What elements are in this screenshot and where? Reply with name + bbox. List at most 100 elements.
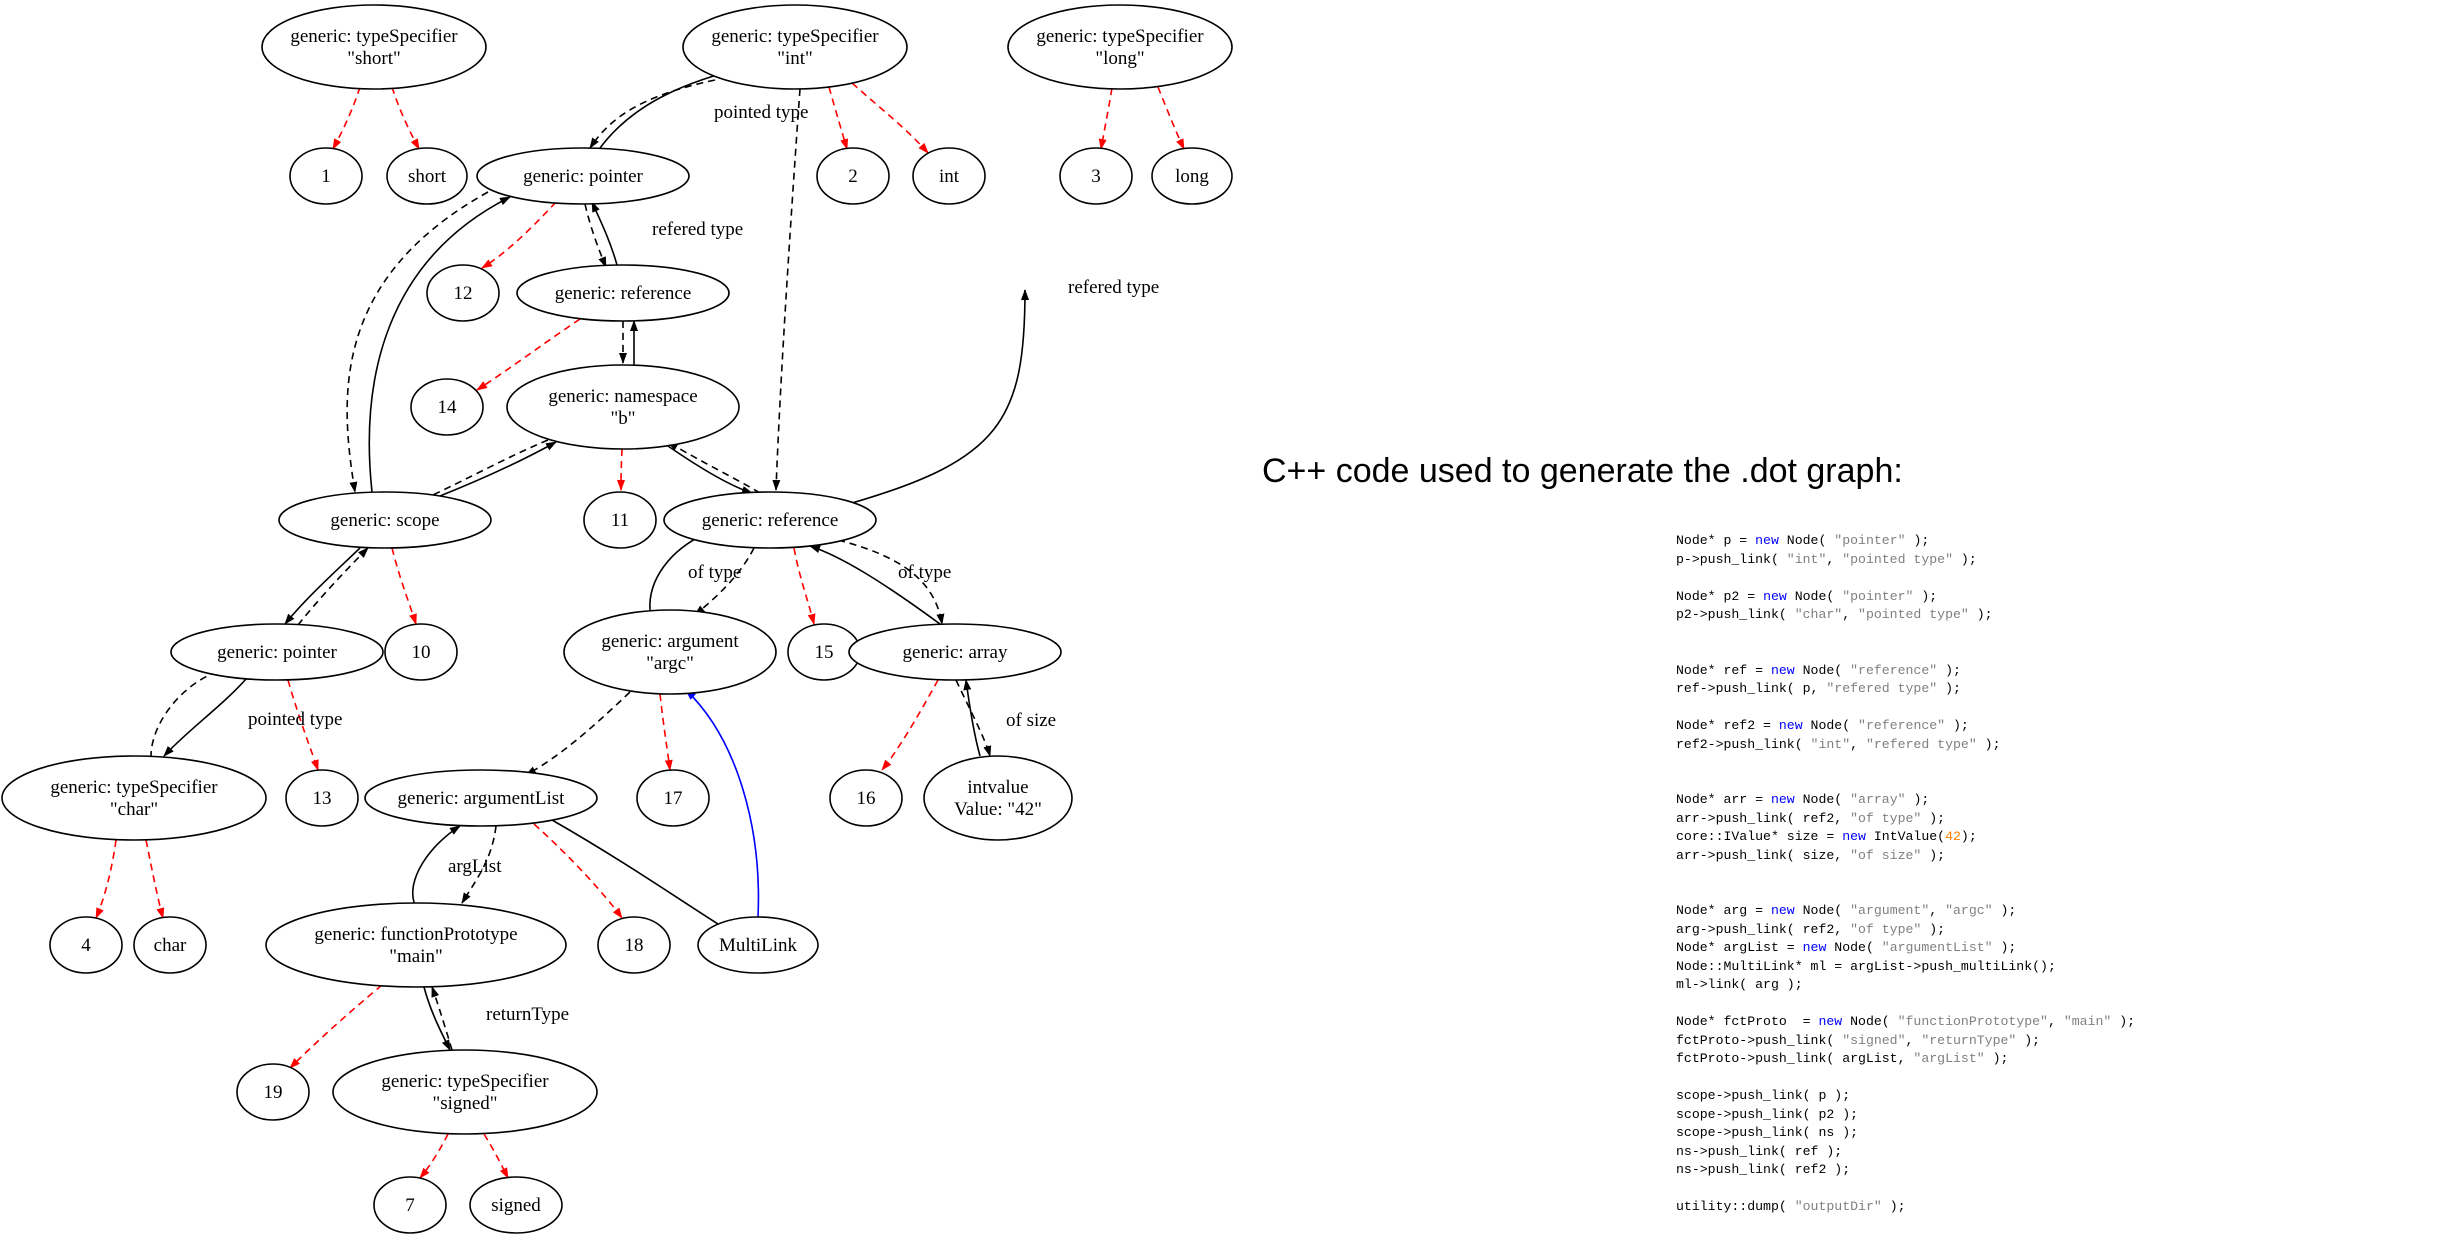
node-n2[interactable]: 2 xyxy=(816,147,890,205)
code-line xyxy=(1676,884,2135,903)
node-label: "main" xyxy=(389,946,443,967)
code-line: p->push_link( "int", "pointed type" ); xyxy=(1676,551,2135,570)
node-label: 19 xyxy=(264,1082,283,1103)
node-ref2[interactable]: generic: reference xyxy=(663,491,877,549)
node-n11[interactable]: 11 xyxy=(583,491,657,549)
code-text: Node* ref2 = xyxy=(1676,718,1779,733)
node-arglist[interactable]: generic: argumentList xyxy=(364,769,598,827)
node-n7[interactable]: 7 xyxy=(373,1176,447,1234)
code-line: ref2->push_link( "int", "refered type" )… xyxy=(1676,736,2135,755)
node-label: 1 xyxy=(321,166,331,187)
edge-label: returnType xyxy=(486,1004,569,1025)
node-arr[interactable]: generic: array xyxy=(848,623,1062,681)
edge-label: of type xyxy=(898,562,951,583)
node-n16[interactable]: 16 xyxy=(829,769,903,827)
code-line: fctProto->push_link( argList, "argList" … xyxy=(1676,1050,2135,1069)
node-n12[interactable]: 12 xyxy=(426,264,500,322)
code-line: ns->push_link( ref ); xyxy=(1676,1143,2135,1162)
node-label: 13 xyxy=(313,788,332,809)
code-string: "outputDir" xyxy=(1794,1199,1882,1214)
code-text: Node( xyxy=(1794,903,1851,918)
node-shape xyxy=(816,147,890,205)
node-label: "argc" xyxy=(646,653,694,674)
node-multilink[interactable]: MultiLink xyxy=(697,916,819,974)
node-ts-int[interactable]: generic: typeSpecifier"int" xyxy=(682,4,908,90)
node-ptr2[interactable]: generic: pointer xyxy=(170,623,384,681)
edge-scope-to-n10 xyxy=(391,547,417,625)
node-signed[interactable]: signed xyxy=(469,1176,563,1234)
node-n10[interactable]: 10 xyxy=(384,623,458,681)
node-label: generic: typeSpecifier xyxy=(381,1071,549,1092)
edge-ptr2-to-scope xyxy=(297,547,369,626)
edge-intval-to-arr xyxy=(963,679,981,757)
code-text: ); xyxy=(1960,829,1977,844)
code-number: 42 xyxy=(1945,829,1961,844)
node-shape xyxy=(912,147,986,205)
edge-arr-to-intval xyxy=(955,679,992,757)
edge-ts-signed-to-fproto xyxy=(431,986,453,1051)
code-text: arr->push_link( size, xyxy=(1676,847,1851,863)
code-text: Node( xyxy=(1802,718,1859,733)
edge-arr-to-ref2 xyxy=(809,545,941,625)
node-ts-signed[interactable]: generic: typeSpecifier"signed" xyxy=(332,1049,598,1135)
node-label: short xyxy=(408,166,447,187)
node-n3[interactable]: 3 xyxy=(1059,147,1133,205)
node-shape xyxy=(583,491,657,549)
code-line xyxy=(1676,1069,2135,1088)
node-label: 17 xyxy=(664,788,683,809)
node-n15[interactable]: 15 xyxy=(787,623,861,681)
node-scope[interactable]: generic: scope xyxy=(278,491,492,549)
node-ptr1[interactable]: generic: pointer xyxy=(476,147,690,205)
code-keyword: new xyxy=(1763,588,1787,604)
code-string: "argumentList" xyxy=(1881,940,1993,955)
code-string: "argument" xyxy=(1850,903,1930,918)
code-line: scope->push_link( p ); xyxy=(1676,1087,2135,1106)
node-label: "char" xyxy=(110,799,158,820)
node-n1[interactable]: 1 xyxy=(289,147,363,205)
code-text: fctProto->push_link( argList, xyxy=(1676,1051,1914,1066)
node-ts-short[interactable]: generic: typeSpecifier"short" xyxy=(261,4,487,90)
edge-ts-char-to-ptr2 xyxy=(150,665,233,759)
node-long[interactable]: long xyxy=(1151,147,1233,205)
node-ref1[interactable]: generic: reference xyxy=(516,264,730,322)
node-n17[interactable]: 17 xyxy=(636,769,710,827)
node-n18[interactable]: 18 xyxy=(597,916,671,974)
node-ts-long[interactable]: generic: typeSpecifier"long" xyxy=(1007,4,1233,90)
node-ns[interactable]: generic: namespace"b" xyxy=(506,364,740,450)
node-n4[interactable]: 4 xyxy=(49,916,123,974)
node-n19[interactable]: 19 xyxy=(236,1063,310,1121)
code-text: fctProto->push_link( xyxy=(1676,1032,1843,1048)
node-arg[interactable]: generic: argument"argc" xyxy=(563,609,777,695)
code-text: p->push_link( xyxy=(1676,551,1787,567)
code-text: arg->push_link( ref2, xyxy=(1676,921,1851,937)
node-n13[interactable]: 13 xyxy=(285,769,359,827)
node-shape xyxy=(663,491,877,549)
code-string: "of type" xyxy=(1850,921,1922,937)
node-label: signed xyxy=(491,1195,541,1216)
node-fproto[interactable]: generic: functionPrototype"main" xyxy=(265,902,567,988)
code-line xyxy=(1676,773,2135,792)
node-n14[interactable]: 14 xyxy=(410,378,484,436)
node-label: "signed" xyxy=(432,1093,497,1114)
node-label: int xyxy=(939,166,960,187)
code-string: "char" xyxy=(1794,607,1843,622)
code-line: Node* ref = new Node( "reference" ); xyxy=(1676,662,2135,681)
node-shape xyxy=(364,769,598,827)
node-shape xyxy=(923,755,1073,841)
node-int[interactable]: int xyxy=(912,147,986,205)
node-shape xyxy=(410,378,484,436)
node-ts-char[interactable]: generic: typeSpecifier"char" xyxy=(1,755,267,841)
code-text: scope->push_link( p ); xyxy=(1676,1088,1851,1103)
node-shape xyxy=(386,147,468,205)
node-char[interactable]: char xyxy=(133,916,207,974)
node-short[interactable]: short xyxy=(386,147,468,205)
node-shape xyxy=(426,264,500,322)
code-string: "pointed type" xyxy=(1842,551,1953,567)
code-string: "array" xyxy=(1850,792,1906,807)
node-label: generic: pointer xyxy=(217,642,337,663)
edge-scope-to-ptr2 xyxy=(284,547,361,625)
code-text: ); xyxy=(1913,588,1938,604)
edge-label: pointed type xyxy=(714,102,808,123)
code-line: scope->push_link( p2 ); xyxy=(1676,1106,2135,1125)
